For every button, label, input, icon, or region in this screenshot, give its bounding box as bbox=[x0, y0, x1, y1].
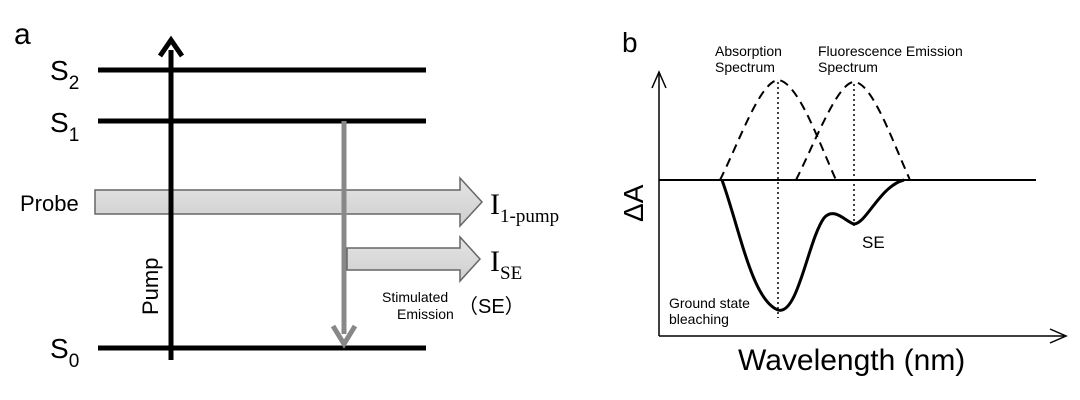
output-se-sub: SE bbox=[500, 263, 522, 284]
gsb-label-line1: Ground state bbox=[669, 295, 750, 311]
output-se-main: I bbox=[490, 245, 500, 278]
panel-a: a S2 S1 S0 Probe Pump I1-pump bbox=[14, 18, 559, 372]
fluorescence-label-line2: Spectrum bbox=[818, 59, 878, 75]
se-peak-label: SE bbox=[862, 233, 885, 252]
y-axis-arrowhead bbox=[651, 70, 667, 89]
level-s0-main: S bbox=[50, 333, 69, 364]
fluorescence-spectrum-curve bbox=[795, 80, 911, 181]
output-pump-label: I1-pump bbox=[490, 188, 559, 227]
absorption-label-line1: Absorption bbox=[715, 43, 782, 59]
absorption-label-line2: Spectrum bbox=[715, 59, 775, 75]
pump-label: Pump bbox=[138, 258, 163, 315]
output-se-label: ISE bbox=[490, 245, 522, 284]
level-s1-label: S1 bbox=[50, 107, 79, 146]
gsb-label-line2: bleaching bbox=[669, 311, 729, 327]
level-s2-label: S2 bbox=[50, 55, 79, 94]
y-axis-title: ΔA bbox=[618, 184, 649, 222]
se-caption-abbr: （SE） bbox=[458, 295, 525, 318]
level-s0-label: S0 bbox=[50, 333, 79, 372]
level-s1-main: S bbox=[50, 107, 69, 138]
panel-a-label: a bbox=[14, 18, 31, 51]
level-s0-sub: 0 bbox=[69, 351, 80, 372]
probe-label: Probe bbox=[20, 191, 79, 216]
fluorescence-label-line1: Fluorescence Emission bbox=[818, 43, 963, 59]
se-output-arrow bbox=[346, 235, 482, 283]
se-caption-line2: Emission bbox=[397, 306, 454, 322]
level-s1-sub: 1 bbox=[69, 125, 80, 146]
level-s2-sub: 2 bbox=[69, 73, 80, 94]
panel-b-label: b bbox=[622, 27, 638, 58]
absorption-spectrum-curve bbox=[719, 78, 837, 181]
output-pump-sub: 1-pump bbox=[500, 206, 559, 227]
probe-arrow bbox=[94, 176, 484, 228]
pump-arrowhead bbox=[157, 35, 185, 58]
x-axis-arrowhead bbox=[1049, 328, 1068, 344]
output-pump-main: I bbox=[490, 188, 500, 221]
se-down-arrowhead bbox=[330, 324, 358, 349]
delta-a-curve bbox=[720, 178, 905, 312]
level-s2-main: S bbox=[50, 55, 69, 86]
x-axis-title: Wavelength (nm) bbox=[738, 344, 965, 377]
panel-b: b Absorption Spectrum Fluorescence Emiss… bbox=[618, 27, 1068, 377]
se-caption-line1: Stimulated bbox=[382, 289, 448, 305]
